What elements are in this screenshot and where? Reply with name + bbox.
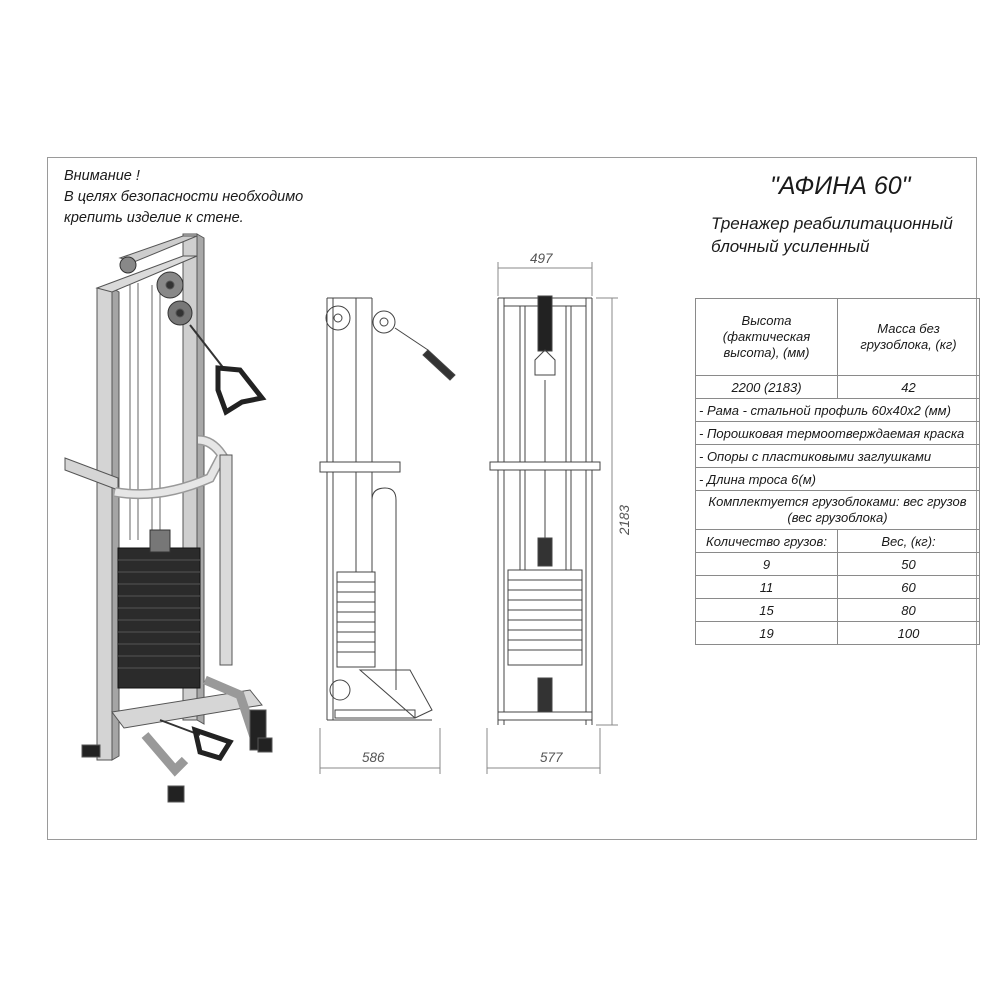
weights-header: Комплектуется грузоблоками: вес грузов (… xyxy=(695,490,980,530)
feature-paint: - Порошковая термоотверждаемая краска xyxy=(695,421,980,445)
feature-cable: - Длина троса 6(м) xyxy=(695,467,980,491)
subtitle-line-2: блочный усиленный xyxy=(711,237,870,256)
dimension-lines xyxy=(319,262,618,774)
side-view xyxy=(319,297,456,721)
product-subtitle: Тренажер реабилитационный блочный усилен… xyxy=(711,212,953,258)
table-row: 15 80 xyxy=(695,598,980,622)
dimension-front-width: 577 xyxy=(540,750,563,765)
weight-kg: 100 xyxy=(837,621,980,645)
weight-kg: 60 xyxy=(837,575,980,599)
table-row: 19 100 xyxy=(695,621,980,645)
table-row: 9 50 xyxy=(695,552,980,576)
specification-table: Высота (фактическая высота), (мм) Масса … xyxy=(695,298,980,645)
mass-header: Масса без грузоблока, (кг) xyxy=(837,298,980,376)
weight-kg: 50 xyxy=(837,552,980,576)
weight-count: 9 xyxy=(695,552,838,576)
safety-warning: Внимание ! В целях безопасности необходи… xyxy=(64,166,303,229)
weight-count: 11 xyxy=(695,575,838,599)
feature-supports: - Опоры с пластиковыми заглушками xyxy=(695,444,980,468)
count-header: Количество грузов: xyxy=(695,529,838,553)
weight-count: 15 xyxy=(695,598,838,622)
warning-line-1: Внимание ! xyxy=(64,168,140,184)
height-header: Высота (фактическая высота), (мм) xyxy=(695,298,838,376)
product-title: "АФИНА 60" xyxy=(770,172,911,200)
warning-line-2: В целях безопасности необходимо xyxy=(64,189,304,205)
weight-count: 19 xyxy=(695,621,838,645)
feature-frame: - Рама - стальной профиль 60х40х2 (мм) xyxy=(695,398,980,422)
warning-line-3: крепить изделие к стене. xyxy=(64,210,244,226)
isometric-view xyxy=(64,233,273,803)
table-row: 11 60 xyxy=(695,575,980,599)
height-value: 2200 (2183) xyxy=(695,375,838,399)
dimension-side-depth: 586 xyxy=(362,750,385,765)
weight-kg: 80 xyxy=(837,598,980,622)
dimension-height: 2183 xyxy=(617,504,632,535)
subtitle-line-1: Тренажер реабилитационный xyxy=(711,214,953,233)
dimension-top-width: 497 xyxy=(530,251,553,266)
mass-value: 42 xyxy=(837,375,980,399)
weight-header: Вес, (кг): xyxy=(837,529,980,553)
front-view xyxy=(489,295,601,725)
